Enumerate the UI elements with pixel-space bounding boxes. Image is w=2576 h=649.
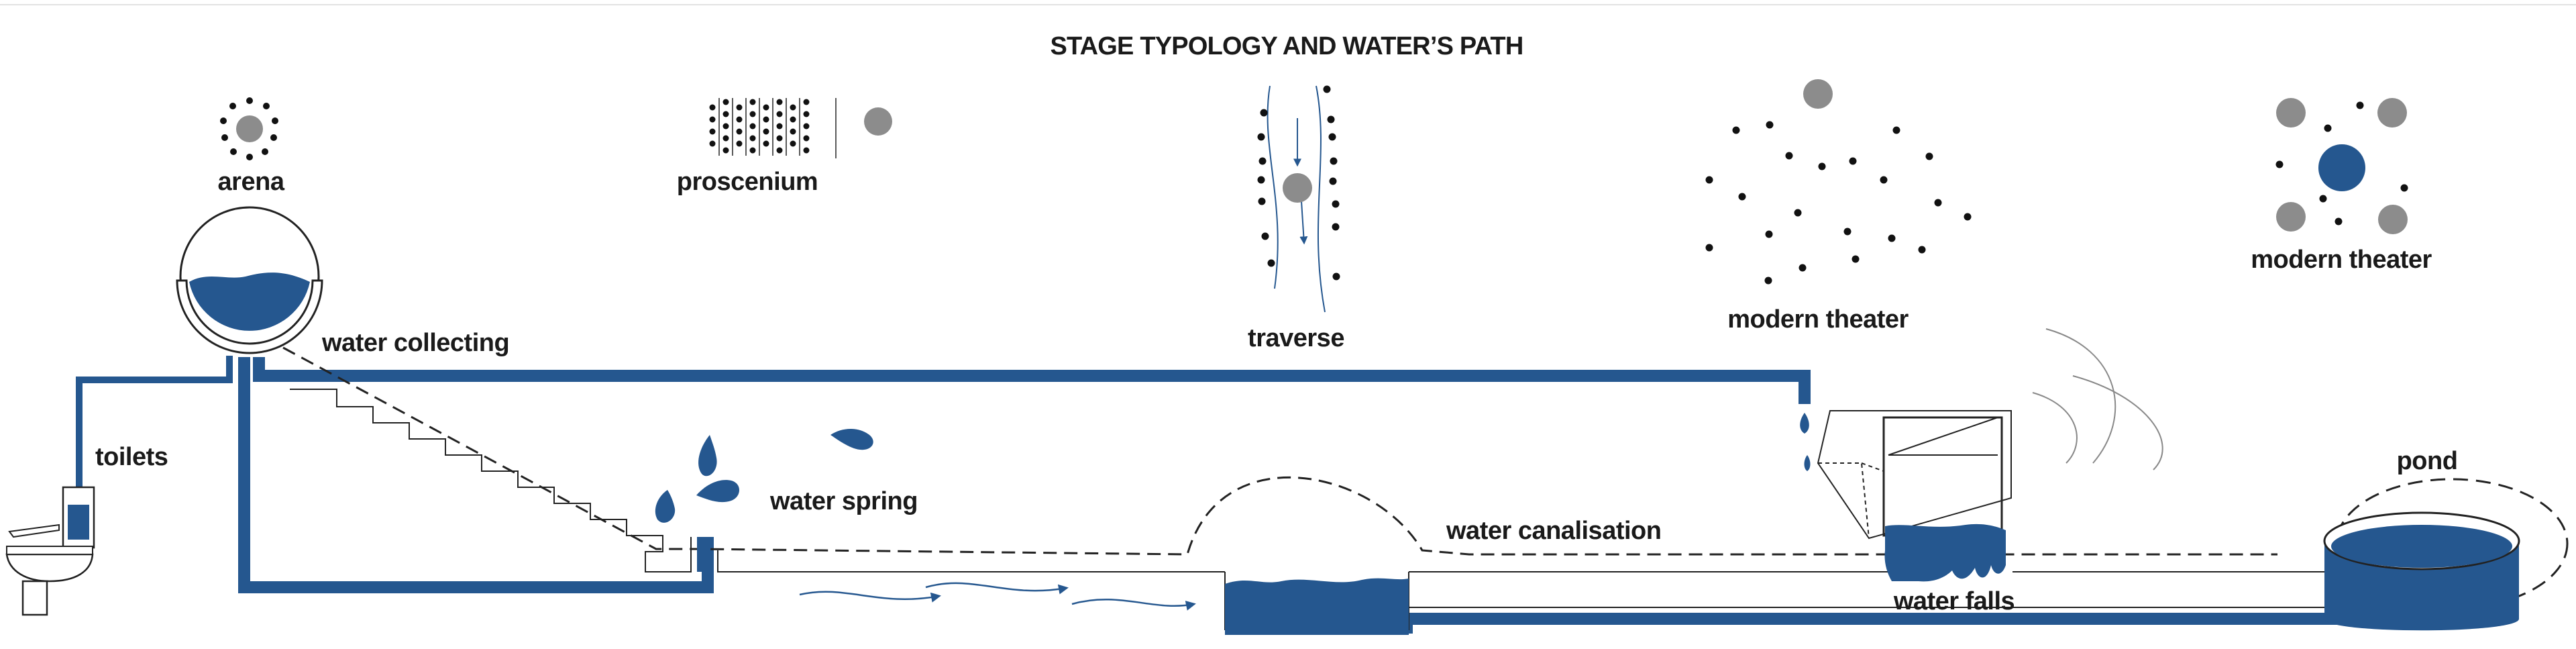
diagram-title: STAGE TYPOLOGY AND WATER’S PATH (1050, 32, 1524, 60)
arena-label: arena (217, 168, 284, 196)
modern-theater-2-label: modern theater (2251, 246, 2432, 274)
modern-theater-1-icon (1705, 79, 1972, 285)
top-divider (0, 0, 2576, 5)
center-basin (1224, 572, 1409, 635)
toilets-label: toilets (95, 443, 168, 471)
pond (2323, 478, 2569, 631)
water-collecting-label: water collecting (322, 329, 510, 357)
water-spring-label: water spring (770, 487, 918, 515)
proscenium-label: proscenium (676, 168, 818, 196)
traverse-icon (1257, 85, 1340, 313)
traverse-label: traverse (1248, 324, 1344, 352)
flow-arrows (799, 582, 1196, 611)
water-falls-label: water falls (1893, 587, 2015, 615)
proscenium-icon (709, 98, 892, 158)
pond-label: pond (2396, 447, 2458, 475)
water-canalisation-label: water canalisation (1446, 517, 1662, 545)
arena-bowl (176, 206, 323, 354)
toilet-icon (5, 486, 95, 616)
stairs-and-path (282, 346, 2334, 608)
arena-icon (220, 97, 278, 160)
modern-theater-2-icon (2275, 98, 2408, 234)
water-falls-structure (1800, 328, 2163, 582)
water-spring-drops (655, 429, 873, 572)
modern-theater-1-label: modern theater (1727, 305, 1909, 334)
